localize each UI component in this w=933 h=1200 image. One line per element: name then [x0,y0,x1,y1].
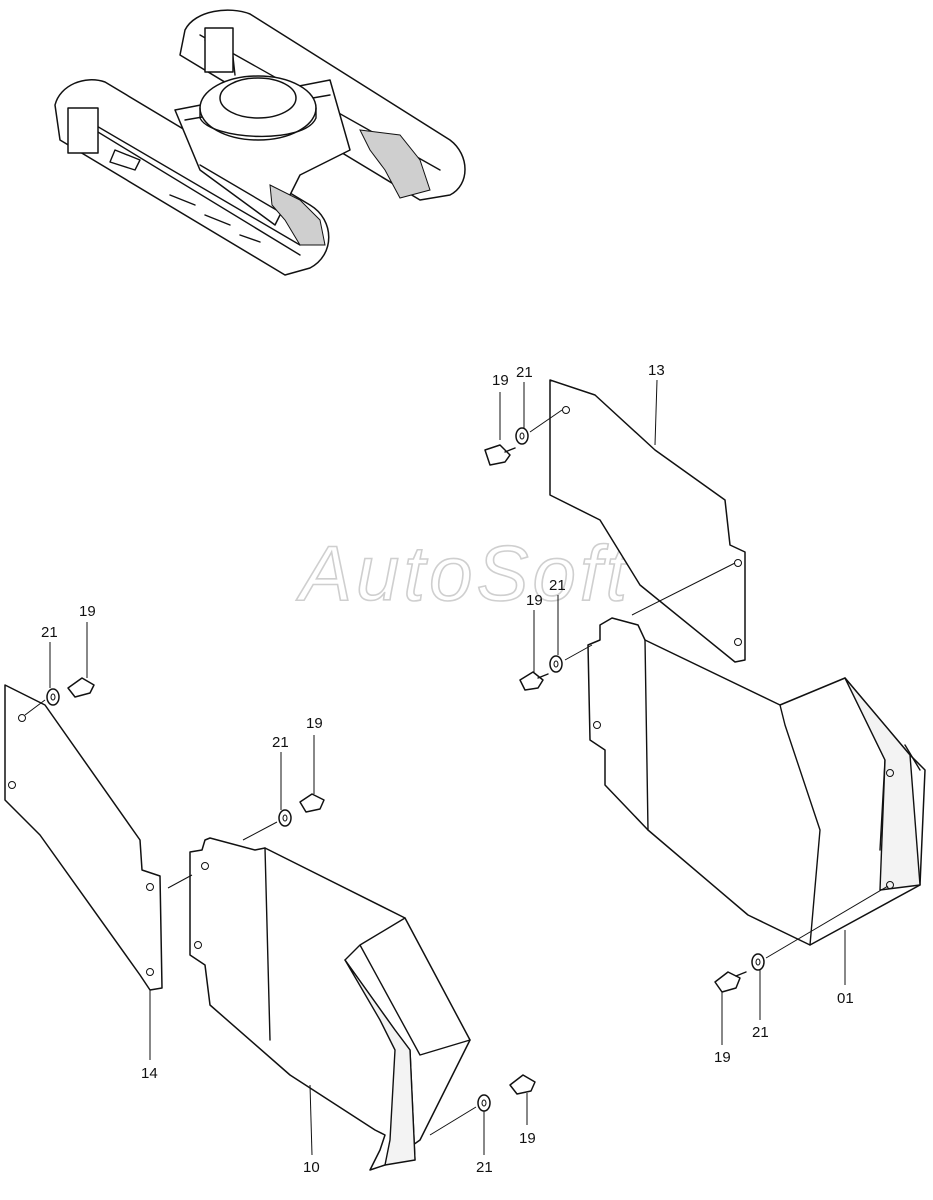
bolt-hole [18,714,26,722]
leader-line [429,1106,477,1136]
callout-label: 21 [516,364,533,381]
bolt-19-d [299,793,325,813]
bolt-19-c [67,677,95,698]
leader-line [24,699,46,716]
callout-leaders [49,379,846,1156]
part-01-cover [587,617,926,946]
track-guard-rear [359,129,431,199]
bolt-19-b [519,671,549,691]
bolt-19-e [714,971,747,993]
bolt-hole [8,781,16,789]
track-guard-front [269,184,326,246]
washer-21-a [515,427,529,445]
bolt-hole [886,881,894,889]
washer-21-d [278,809,292,827]
callout-label: 19 [714,1049,731,1066]
part-10-cover [189,837,471,1171]
washer-21-c [46,688,60,706]
callout-label: 01 [837,990,854,1007]
bolt-19-f [509,1074,536,1095]
bolt-hole [593,721,601,729]
washer-21-e [751,953,765,971]
bolt-hole [194,941,202,949]
washer-21-b [549,655,563,673]
bolt-hole [734,638,742,646]
bolt-hole [562,406,570,414]
watermark-text: AutoSoft [296,529,631,617]
part-13-plate [549,379,746,663]
washer-21-f [477,1094,491,1112]
bolt-hole [146,883,154,891]
leader-line [167,821,278,889]
part-14-plate [4,684,163,991]
callout-label: 14 [141,1065,158,1082]
callout-label: 10 [303,1159,320,1176]
callout-label: 13 [648,362,665,379]
callout-label: 21 [272,734,289,751]
callout-label: 21 [476,1159,493,1176]
callout-label: 19 [79,603,96,620]
callout-label: 19 [492,372,509,389]
bolt-19-a [484,444,516,466]
leader-line [564,562,736,661]
callout-label: 19 [519,1130,536,1147]
bolt-hole [201,862,209,870]
callout-label: 21 [752,1024,769,1041]
callout-label: 19 [526,592,543,609]
callout-label: 21 [41,624,58,641]
leader-line [765,885,889,959]
undercarriage-overview [54,9,466,276]
callout-label: 21 [549,577,566,594]
leader-line [529,409,563,433]
callout-label: 19 [306,715,323,732]
bolt-hole [886,769,894,777]
bolt-hole [146,968,154,976]
